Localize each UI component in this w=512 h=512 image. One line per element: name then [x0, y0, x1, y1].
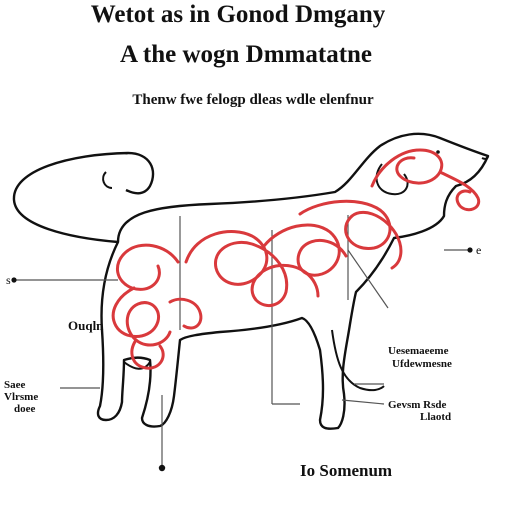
title-line-2: A the wogn Dmmatatne — [120, 41, 372, 68]
intestine-belly-loops — [262, 223, 348, 277]
label-right-mid-2: Ufdewmesne — [392, 358, 452, 370]
dog-body-outline — [96, 132, 490, 430]
dog-nose — [481, 155, 489, 160]
label-left-low-1: Saee — [4, 379, 26, 391]
dog-eye — [436, 150, 440, 154]
label-left-mid: Ouqln — [68, 318, 104, 333]
intestine-mid-loops — [184, 230, 320, 308]
hind-leg-contour — [123, 361, 151, 370]
intestine-hip-coil — [111, 286, 172, 347]
intestine-neck — [438, 170, 481, 212]
intestine-coils — [111, 148, 481, 370]
intestine-belly-connector — [168, 297, 203, 330]
label-left-low-3: doee — [14, 403, 36, 415]
label-left-low: Saee Vlrsme doee — [4, 379, 41, 415]
intestine-head-loop — [370, 148, 444, 188]
title-line-1: Wetot as in Gonod Dmgany — [91, 1, 386, 28]
left-marker-dot — [11, 277, 17, 283]
intestine-lower-coil — [130, 338, 165, 370]
intestine-rear-loops — [116, 243, 180, 291]
label-right-low: Gevsm Rsde Llaotd — [388, 399, 451, 423]
label-right-low-2: Llaotd — [420, 411, 451, 423]
label-right-mid-1: Uesemaeeme — [388, 345, 449, 357]
label-right-top: e — [476, 243, 481, 257]
label-left-low-2: Vlrsme — [4, 391, 38, 403]
subtitle: Thenw fwe felogp dleas wdle elenfnur — [132, 92, 374, 108]
dog-tail — [12, 151, 155, 244]
right-marker-dot — [467, 247, 473, 253]
intestine-chest-loops — [298, 199, 403, 270]
guide-lines — [14, 215, 470, 466]
label-left-top: s — [6, 273, 11, 287]
guide-line-4 — [347, 249, 389, 309]
label-right-low-1: Gevsm Rsde — [388, 399, 446, 411]
label-right-mid: Uesemaeeme Ufdewmesne — [388, 345, 452, 370]
bottom-marker-dot — [158, 464, 166, 472]
tail-tip-curl — [102, 171, 113, 189]
front-leg-contour — [331, 329, 385, 392]
guide-line-right-low-2 — [341, 399, 385, 405]
bottom-label: Io Somenum — [300, 461, 392, 480]
